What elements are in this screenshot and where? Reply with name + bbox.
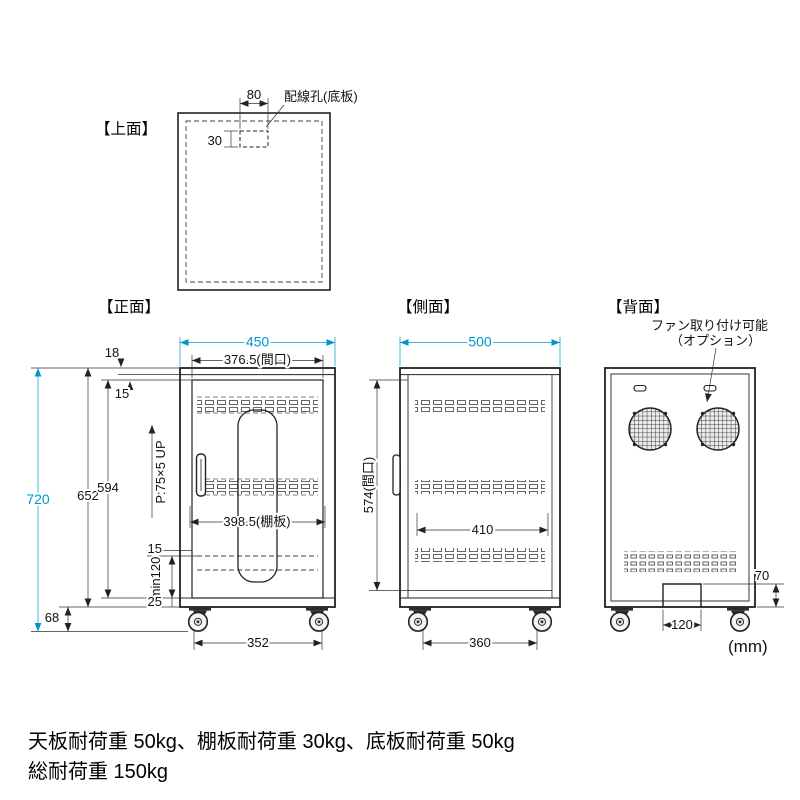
top-view-label: 【上面】	[95, 120, 157, 138]
top-cabinet-outline	[177, 112, 331, 291]
front-vent-slots	[197, 396, 318, 571]
back-right-caster	[726, 606, 751, 632]
cable-cutout	[662, 583, 702, 607]
top-dimension-lines	[224, 98, 285, 148]
dim-top-panel: 18	[105, 345, 119, 360]
dim-door-height: 594	[97, 480, 119, 495]
dim-inner-depth: 410	[472, 522, 494, 537]
side-view: 【側面】	[359, 298, 561, 652]
load-capacity-line2: 総耐荷重 150kg	[28, 760, 168, 783]
dim-shelf-gap: 15	[148, 541, 162, 556]
dim-cable-hole-width: 80	[247, 87, 261, 102]
top-view: 【上面】 80 30 配線孔(底板)	[95, 85, 358, 291]
dim-min-clearance: min120	[148, 557, 163, 600]
front-right-caster	[305, 606, 330, 632]
load-capacity-notes: 天板耐荷重 50kg、棚板耐荷重 30kg、底板耐荷重 50kg 総耐荷重 15…	[28, 730, 515, 783]
fan-option-note-line1: ファン取り付け可能	[651, 318, 768, 333]
front-left-caster	[187, 606, 212, 632]
door-window	[237, 409, 278, 583]
dim-caster-height: 68	[45, 610, 59, 625]
dim-base-width: 352	[247, 635, 269, 650]
back-left-caster	[609, 606, 634, 632]
dim-bottom-rail: 25	[148, 594, 162, 609]
side-right-caster	[528, 606, 553, 632]
side-door-handle	[392, 454, 401, 496]
fan-note-leader-line	[705, 347, 717, 403]
cable-hole-annotation: 配線孔(底板)	[284, 89, 358, 104]
dim-total-height: 720	[26, 491, 50, 507]
shelf-pitch-annotation: P:75×5 UP	[153, 440, 168, 503]
side-left-caster	[407, 606, 432, 632]
side-view-label: 【側面】	[397, 298, 459, 316]
front-dimension-lines	[31, 337, 336, 650]
dim-cutout-height: 70	[755, 568, 769, 583]
dim-shelf-width: 398.5(棚板)	[223, 514, 290, 529]
fan-option-note-line2: （オプション）	[670, 333, 761, 348]
side-vent-slots	[415, 398, 545, 562]
front-view-label: 【正面】	[98, 299, 160, 316]
unit-label: (mm)	[728, 637, 768, 656]
dim-body-height: 652	[77, 488, 99, 503]
dim-base-depth: 360	[469, 635, 491, 650]
dim-top-gap: 15	[115, 386, 129, 401]
fan-grille-right	[696, 407, 740, 451]
back-vent-slot-left	[633, 384, 647, 392]
front-door	[191, 379, 324, 599]
dim-front-width: 450	[246, 334, 270, 350]
fan-grille-left	[628, 407, 672, 451]
back-view-label: 【背面】	[607, 298, 669, 316]
cable-hole	[239, 130, 269, 148]
dim-opening-height: 574(間口)	[361, 457, 376, 513]
front-view: 【正面】	[24, 299, 336, 652]
door-handle	[195, 453, 207, 497]
top-hidden-inner-edge	[185, 120, 323, 283]
load-capacity-line1: 天板耐荷重 50kg、棚板耐荷重 30kg、底板耐荷重 50kg	[28, 730, 515, 753]
dim-depth: 500	[468, 334, 492, 350]
back-dimension-lines	[662, 347, 784, 631]
back-view: 【背面】 ファン取り付け可能 （オプション）	[604, 298, 784, 656]
back-perforation-band	[624, 551, 736, 572]
dim-cutout-width: 120	[671, 617, 693, 632]
dim-cable-hole-depth: 30	[208, 133, 222, 148]
dim-front-opening-width: 376.5(間口)	[224, 352, 291, 367]
